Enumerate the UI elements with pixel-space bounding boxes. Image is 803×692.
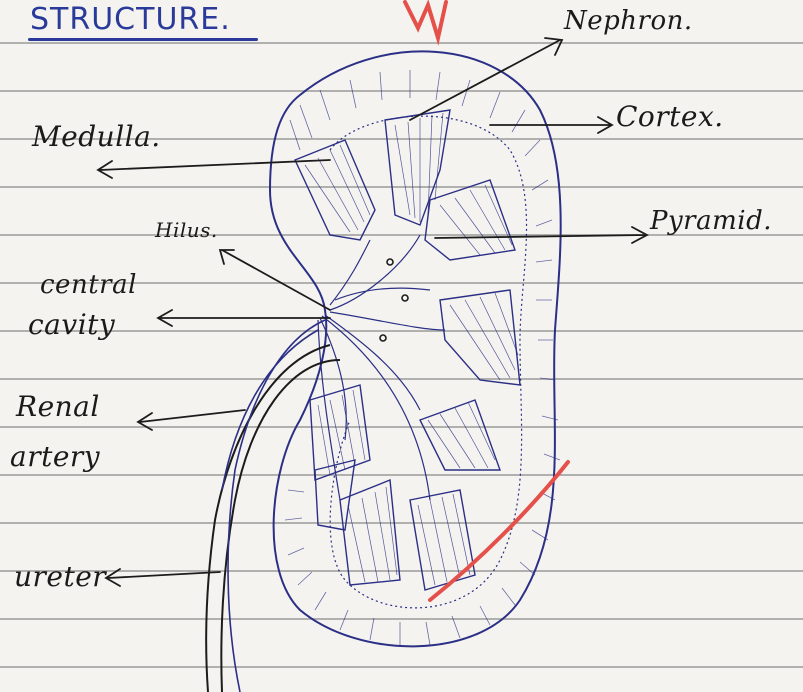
label-central-cavity-2: cavity [28, 308, 115, 341]
pyramid-1 [385, 110, 450, 225]
pyramid-2 [295, 140, 375, 240]
pyramid-7 [340, 480, 400, 585]
label-arrows [98, 38, 647, 586]
arrow-cortex [490, 117, 612, 133]
pyramid-striations [305, 113, 518, 585]
pyramid-6 [310, 385, 370, 480]
red-pen-mark-top [405, 2, 446, 38]
pyramid-3 [425, 180, 515, 260]
cavity-dots [380, 259, 408, 341]
cortex-hatching [285, 70, 560, 645]
label-ureter: ureter [14, 560, 106, 593]
arrow-pyramid [435, 227, 647, 243]
arrow-renal-artery [138, 410, 245, 430]
arrow-ureter [106, 569, 220, 586]
label-hilus: Hilus. [155, 218, 218, 242]
pyramid-8 [410, 490, 475, 590]
kidney-outline [270, 51, 561, 646]
pyramid-5 [420, 400, 500, 470]
label-renal-artery-2: artery [10, 440, 100, 473]
label-medulla: Medulla. [32, 120, 161, 153]
renal-artery-tube [222, 320, 325, 692]
label-central-cavity-1: central [40, 270, 137, 300]
label-pyramid: Pyramid. [650, 206, 772, 236]
arrow-central-cavity [158, 310, 330, 326]
pyramid-4 [440, 290, 520, 385]
hilus-vessels [318, 235, 445, 500]
arrow-medulla [98, 160, 330, 178]
label-renal-artery-1: Renal [16, 390, 100, 423]
label-cortex: Cortex. [616, 100, 724, 133]
pyramids [295, 110, 520, 590]
label-nephron: Nephron. [564, 6, 693, 36]
